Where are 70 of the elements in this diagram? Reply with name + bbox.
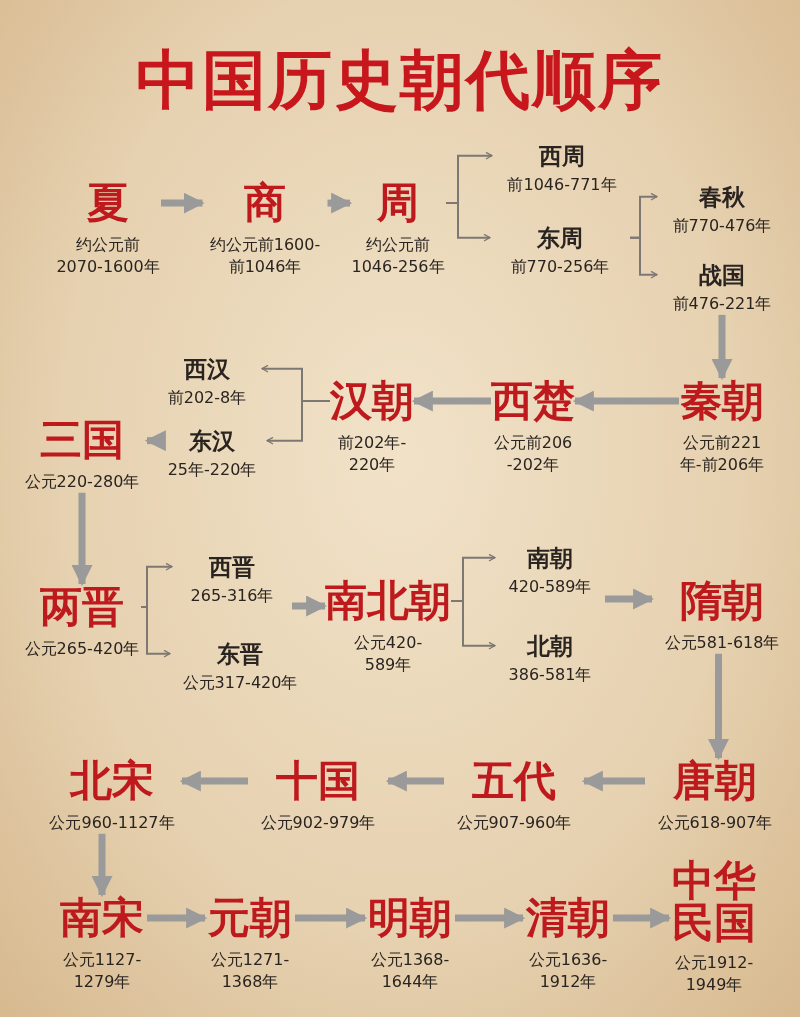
date-text: 前770-476年 (671, 215, 773, 237)
dynasty-name: 东周 (537, 225, 583, 251)
date-text: 公元1636-1912年 (527, 949, 609, 993)
dynasty-name: 春秋 (699, 184, 745, 210)
date-text: 前476-221年 (671, 293, 773, 315)
dynasty-name: 商 (244, 180, 286, 227)
dynasty-name: 西周 (539, 143, 585, 169)
dynasty-name: 三国 (40, 417, 124, 464)
date-text: 公元907-960年 (455, 812, 573, 834)
dynasty-name: 南北朝 (325, 578, 451, 625)
dynasty-name: 明朝 (368, 895, 452, 942)
date-text: 公元618-907年 (656, 812, 774, 834)
branch-arrow (266, 400, 331, 445)
dynasty-name: 西晋 (209, 554, 255, 580)
dynasty-name: 东汉 (189, 428, 235, 454)
dynasty-name: 清朝 (526, 895, 610, 942)
dynasty-name: 中华民国 (671, 860, 757, 944)
date-text: 25年-220年 (166, 459, 258, 481)
arrow (91, 833, 113, 898)
date-text: 公元前206-202年 (493, 432, 573, 476)
date-text: 前202-8年 (166, 387, 248, 409)
date-text: 公元1127-1279年 (61, 949, 143, 993)
date-text: 公元前221年-前206年 (679, 432, 765, 476)
dynasty-name: 战国 (699, 262, 745, 288)
dynasty-name: 秦朝 (680, 378, 764, 425)
date-text: 公元317-420年 (181, 672, 299, 694)
arrow (327, 192, 353, 214)
dynasty-name: 北宋 (70, 758, 154, 805)
arrow (144, 430, 166, 452)
dynasty-name: 西汉 (184, 356, 230, 382)
arrow (708, 653, 729, 761)
date-text: 约公元前2070-1600年 (55, 234, 161, 278)
dynasty-name: 唐朝 (673, 758, 757, 805)
dynasty-name: 东晋 (217, 641, 263, 667)
branch-arrow (140, 606, 171, 658)
date-text: 公元581-618年 (663, 632, 781, 654)
title: 中国历史朝代顺序 (135, 48, 665, 112)
dynasty-name: 夏 (87, 180, 129, 227)
date-text: 公元1368-1644年 (369, 949, 451, 993)
dynasty-name: 两晋 (40, 584, 124, 631)
date-text: 265-316年 (189, 585, 275, 607)
dynasty-name: 汉朝 (330, 378, 414, 425)
date-text: 386-581年 (507, 664, 593, 686)
date-text: 公元220-280年 (23, 471, 141, 493)
dynasty-name: 五代 (472, 758, 556, 805)
dynasty-name: 周 (377, 180, 419, 227)
dynasty-name: 南朝 (527, 545, 573, 571)
date-text: 前202年-220年 (337, 432, 407, 476)
date-text: 公元960-1127年 (48, 812, 176, 834)
date-text: 约公元前1046-256年 (350, 234, 446, 278)
branch-arrow (445, 202, 491, 242)
dynasty-name: 南宋 (60, 895, 144, 942)
branch-arrow (629, 236, 658, 279)
branch-arrow (450, 600, 496, 650)
dynasty-name: 隋朝 (680, 578, 764, 625)
date-text: 公元1912-1949年 (673, 952, 755, 996)
dynasty-name: 西楚 (491, 378, 575, 425)
date-text: 420-589年 (507, 576, 593, 598)
date-text: 前1046-771年 (506, 174, 618, 196)
date-text: 约公元前1600-前1046年 (208, 234, 322, 278)
dynasty-name: 十国 (276, 758, 360, 805)
date-text: 公元420-589年 (352, 632, 424, 676)
date-text: 前770-256年 (509, 256, 611, 278)
dynasty-name: 北朝 (527, 633, 573, 659)
date-text: 公元1271-1368年 (209, 949, 291, 993)
arrow (71, 492, 93, 587)
date-text: 公元265-420年 (23, 638, 141, 660)
date-text: 公元902-979年 (259, 812, 377, 834)
dynasty-name: 元朝 (208, 895, 292, 942)
arrow (711, 314, 733, 381)
